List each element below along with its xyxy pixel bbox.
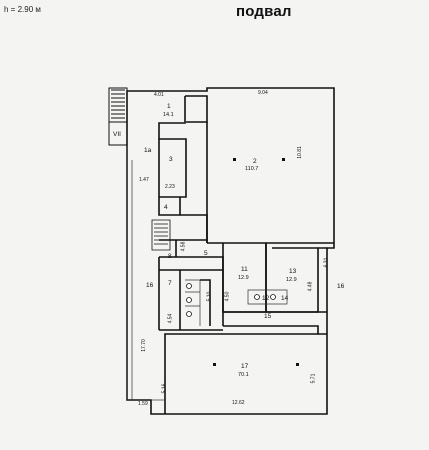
interior-stair bbox=[151, 219, 171, 251]
partition-wall bbox=[206, 122, 334, 244]
fixture-icon bbox=[186, 283, 192, 289]
dimension-label: 4.48 bbox=[307, 281, 314, 292]
room-marker bbox=[213, 363, 216, 366]
room-number: 17 bbox=[241, 363, 249, 370]
room-number: 7 bbox=[168, 280, 172, 287]
room-area: 12.9 bbox=[238, 275, 249, 281]
dimension-label: 5.10 bbox=[206, 291, 213, 302]
room-number: 16 bbox=[337, 283, 345, 290]
room-number: 5 bbox=[204, 250, 208, 257]
partition-wall bbox=[158, 95, 208, 139]
dimension-label: 4.54 bbox=[167, 313, 174, 324]
room-number: 3 bbox=[169, 156, 173, 163]
dimension-label: 4.50 bbox=[224, 291, 231, 302]
dimension-label: 5.16 bbox=[161, 383, 168, 394]
dimension-label: 12.62 bbox=[232, 400, 245, 406]
room-number: 12 bbox=[262, 295, 270, 302]
room-number: 15 bbox=[264, 313, 272, 320]
dimension-label: 4.58 bbox=[180, 241, 187, 252]
dimension-label: 6.31 bbox=[323, 257, 330, 268]
fixture-icon bbox=[254, 294, 260, 300]
room-marker bbox=[296, 363, 299, 366]
room-marker bbox=[282, 158, 285, 161]
dimension-label: 1.47 bbox=[139, 177, 149, 183]
dimension-label: 2.23 bbox=[165, 184, 175, 190]
dimension-label: 17.70 bbox=[140, 339, 147, 352]
room-number: 13 bbox=[289, 268, 297, 275]
room-number: 16 bbox=[146, 282, 154, 289]
room-area: 12.9 bbox=[286, 277, 297, 283]
fixture-icon bbox=[186, 297, 192, 303]
partition-wall bbox=[158, 138, 187, 216]
room-number: 14 bbox=[281, 295, 289, 302]
fixture-icon bbox=[270, 294, 276, 300]
outer-wall bbox=[126, 87, 335, 415]
room-number: 11 bbox=[241, 266, 248, 273]
dimension-label: 1.59 bbox=[138, 401, 148, 407]
dimension-label: 5.71 bbox=[310, 373, 317, 384]
room-number: 4 bbox=[164, 204, 168, 211]
dimension-label: 4.01 bbox=[154, 92, 164, 98]
room-number: 1a bbox=[144, 147, 152, 154]
room-number: 8 bbox=[168, 253, 172, 260]
dimension-label: 9.04 bbox=[258, 90, 268, 96]
room-number: 1 bbox=[167, 103, 171, 110]
room-area: 110.7 bbox=[245, 166, 259, 172]
floor-title: подвал bbox=[236, 3, 292, 20]
room-area: 70.1 bbox=[238, 372, 249, 378]
ceiling-height-label: h = 2.90 м bbox=[4, 5, 41, 14]
dimension-label: 10.81 bbox=[296, 146, 303, 159]
room-marker bbox=[233, 158, 236, 161]
fixture-icon bbox=[186, 311, 192, 317]
room-number: VII bbox=[113, 131, 121, 138]
room-area: 14.1 bbox=[163, 112, 174, 118]
partition-wall bbox=[318, 247, 327, 335]
room-number: 2 bbox=[253, 158, 257, 165]
partition-wall bbox=[159, 269, 223, 331]
